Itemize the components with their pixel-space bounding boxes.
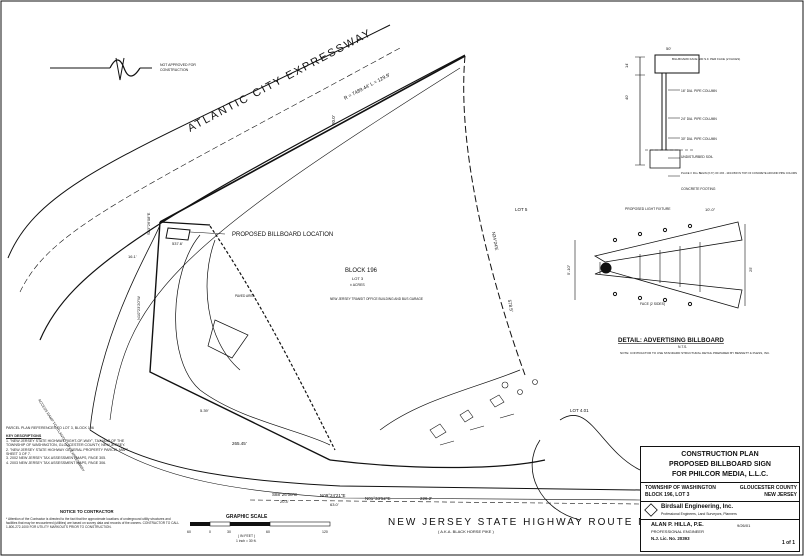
dist-630-label: 63.0': [330, 502, 339, 507]
detail-title: DETAIL: ADVERTISING BILLBOARD: [618, 337, 724, 344]
plan-face-label: FACE (2 SIDES): [640, 302, 665, 306]
engineer-license: N.J. Lic. No. 20393: [651, 536, 690, 541]
ramp-and-route42-edges: [89, 414, 641, 521]
dist-265-label: 265.45': [232, 441, 247, 446]
bearing-n01-label: N01°33'52"E: [365, 496, 391, 501]
block-label: BLOCK 196: [345, 268, 378, 274]
bearing-s88-label: S88°26'08"E: [272, 492, 297, 497]
lot-label: LOT 3: [352, 276, 364, 281]
graphic-scale-unit: ( IN FEET ): [238, 534, 255, 538]
graphic-scale-tick-4: 120: [322, 530, 328, 534]
plan-dim-side: 25': [748, 267, 753, 272]
svg-text:NOT APPROVED FOR: NOT APPROVED FOR: [160, 63, 196, 67]
billboard-elevation-detail: [635, 54, 700, 177]
elev-backfill-label: PLACE 1' FILL BEGIN (0'-6") OF 4X6 - 10/…: [681, 171, 797, 175]
engineer-name: ALAN P. HILLA, P.E.: [651, 522, 704, 528]
lot-5-label: LOT 5: [515, 207, 528, 212]
utility-cluster: [429, 379, 538, 446]
dist-161-label: 16.1': [128, 254, 137, 259]
graphic-scale-ratio: 1 inch = 30 ft.: [236, 539, 257, 543]
route42-sublabel: ( A.K.A. BLACK HORSE PIKE ): [438, 529, 494, 534]
notes-heading: KEY DESCRIPTIONS: [6, 434, 42, 439]
lot-3-boundary: [149, 55, 546, 469]
elev-dim-top: 40': [624, 95, 629, 100]
elev-soil-label: UNDISTURBED SOIL: [681, 155, 713, 159]
notes-ref: PARCEL PLAN REFERENCES TO LOT 3, BLOCK 1…: [6, 426, 94, 430]
bearing-west-label: S83°26'08"E: [146, 212, 151, 235]
notes-left: PARCEL PLAN REFERENCES TO LOT 3, BLOCK 1…: [6, 426, 136, 465]
graphic-scale-title: GRAPHIC SCALE: [226, 514, 268, 520]
bearing-east-label: N24°24'E: [491, 231, 499, 251]
plan-light-label: PROPOSED LIGHT FIXTURE: [625, 207, 671, 211]
detail-note: NOTE: CONTRACTOR TO USE STANDARD STRUCTU…: [620, 351, 770, 355]
site-drive-outline: [175, 225, 521, 451]
expressway-row-lines: [7, 24, 466, 431]
notes-item-4: 4. 2003 NEW JERSEY TAX ASSESSMENT MAPS, …: [6, 460, 107, 465]
title-line-3: FOR PHILCOR MEDIA, L.L.C.: [671, 471, 769, 478]
graphic-scale-tick-2: 30: [227, 530, 231, 534]
state-label: NEW JERSEY: [764, 492, 797, 498]
engineer-title: PROFESSIONAL ENGINEER: [651, 529, 704, 534]
elev-col1-label: 16" DIA. PIPE COLUMN: [681, 89, 717, 93]
svg-text:CONSTRUCTION: CONSTRUCTION: [160, 68, 189, 72]
graphic-scale-tick-1: 0: [209, 530, 211, 534]
billboard-plan-detail: [574, 221, 746, 309]
route42-label: NEW JERSEY STATE HIGHWAY ROUTE No. 42: [388, 517, 680, 528]
plan-date: 9/26/01: [737, 523, 751, 528]
detail-scale: N.T.S.: [678, 345, 687, 349]
dist-204-label: 20.4': [280, 499, 289, 504]
notice-text: * Attention of the Contractor is directe…: [6, 517, 179, 529]
elev-col2-label: 24" DIA. PIPE COLUMN: [681, 117, 717, 121]
notes-item-3: 3. 2002 NEW JERSEY TAX ASSESSMENT MAPS, …: [6, 456, 107, 461]
county-label: GLOUCESTER COUNTY: [739, 485, 797, 491]
lot-area-label: ± ACRES: [350, 283, 365, 287]
dist-600-label: 60.0': [331, 115, 336, 125]
notice-title: NOTICE TO CONTRACTOR: [60, 509, 114, 514]
notes-item-2: 2. "NEW JERSEY STATE HIGHWAY GENERAL PRO…: [6, 447, 129, 457]
sheet-number: 1 of 1: [781, 540, 795, 546]
title-line-1: CONSTRUCTION PLAN: [681, 451, 759, 458]
notes-item-1: 1. "NEW JERSEY STATE HIGHWAY RIGHT-OF-WA…: [6, 438, 126, 448]
title-line-2: PROPOSED BILLBOARD SIGN: [669, 461, 771, 468]
paved-area-label: PAVED AREA: [235, 294, 256, 298]
proposed-billboard-marker: [165, 227, 226, 241]
dist-539-label: 5.39': [200, 408, 209, 413]
graphic-scale: GRAPHIC SCALE 60 0 30 60 120 ( IN FEET )…: [187, 514, 331, 543]
graphic-scale-tick-0: 60: [187, 530, 191, 534]
elev-col3-label: 30" DIA. PIPE COLUMN: [681, 137, 717, 141]
plan-dim-depth: 5'-10": [566, 264, 571, 275]
block-lot-label: BLOCK 196, LOT 3: [645, 492, 690, 498]
elev-footing-label: CONCRETE FOOTING: [681, 187, 716, 191]
firm-logo-icon: [644, 503, 658, 517]
bearing-north-label: N10°23'20"W: [136, 296, 141, 320]
firm-name: Birdsall Engineering, Inc.: [661, 504, 734, 510]
elev-dim-total: 50': [666, 46, 671, 51]
building-note-label: NEW JERSEY TRANSIT OFFICE BUILDING AND B…: [330, 297, 423, 301]
north-arrow-icon: NOT APPROVED FOR CONSTRUCTION: [50, 57, 196, 81]
billboard-location-label: PROPOSED BILLBOARD LOCATION: [232, 232, 333, 238]
dist-2262-label: 226.2': [420, 496, 432, 501]
township-label: TOWNSHIP OF WASHINGTON: [645, 485, 716, 491]
plan-dim-width: 10'-0": [705, 207, 716, 212]
dist-578-label: 578.5': [507, 299, 514, 312]
graphic-scale-tick-3: 60: [266, 530, 270, 534]
title-block: CONSTRUCTION PLAN PROPOSED BILLBOARD SIG…: [640, 446, 800, 552]
bearing-n09-label: N09°24'21"E: [320, 493, 346, 498]
dist-537-label: 537.6': [172, 241, 183, 246]
elev-face-label: BILLBOARD FACE 500 S.F. PER FACE (2 FACE…: [672, 57, 740, 61]
elev-dim-face: 14': [624, 63, 629, 68]
lot-4-label: LOT 4.01: [570, 408, 589, 413]
firm-sub: Professional Engineers, Land Surveyors, …: [661, 512, 737, 516]
